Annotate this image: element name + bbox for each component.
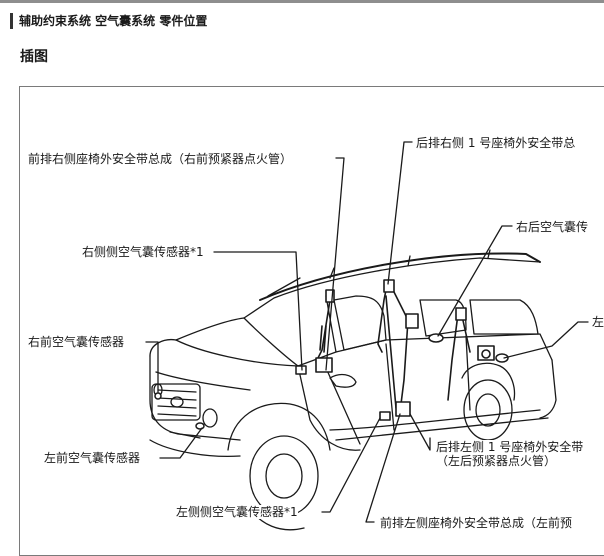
callout-rear-left-seatbelt-line2: （左后预紧器点火管） — [436, 454, 557, 468]
vehicle-body-side — [297, 333, 557, 451]
callout-right-side-airbag-sensor: 右侧侧空气囊传感器*1 — [82, 245, 204, 259]
breadcrumb: 辅助约束系统 空气囊系统 零件位置 — [10, 13, 207, 29]
seatbelt-assemblies — [315, 279, 495, 421]
callout-leaders — [145, 141, 589, 523]
callout-left-side-airbag-sensor: 左侧侧空气囊传感器*1 — [176, 505, 298, 519]
top-rule — [0, 0, 604, 3]
callout-right-rear-airbag: 右后空气囊传 — [516, 220, 589, 234]
vehicle-front — [149, 317, 299, 458]
callout-rear-right-seatbelt: 后排右侧 1 号座椅外安全带总 — [416, 136, 576, 150]
callout-left-front-airbag-sensor: 左前空气囊传感器 — [44, 451, 141, 465]
section-title: 插图 — [20, 49, 48, 65]
callout-rear-left-seatbelt: 后排左侧 1 号座椅外安全带 （左后预紧器点火管） — [436, 440, 584, 468]
callout-rear-left-seatbelt-line1: 后排左侧 1 号座椅外安全带 — [436, 440, 584, 454]
callout-front-left-seatbelt: 前排左侧座椅外安全带总成（左前预 — [380, 516, 573, 530]
callout-left-edge: 左 — [592, 315, 604, 329]
callout-right-front-airbag-sensor: 右前空气囊传感器 — [28, 335, 125, 349]
vehicle-illustration — [145, 141, 589, 531]
callout-front-right-seatbelt: 前排右侧座椅外安全带总成（右前预紧器点火管） — [28, 152, 293, 166]
vehicle-roof — [243, 249, 541, 319]
